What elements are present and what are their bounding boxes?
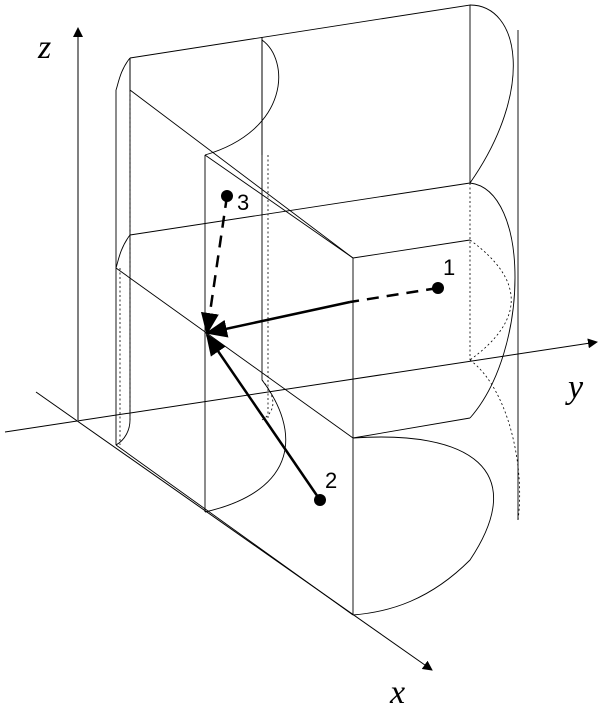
point-2	[314, 494, 326, 506]
structure-hidden	[119, 90, 521, 521]
x-axis	[35, 391, 433, 671]
axes	[4, 27, 598, 671]
vector-1-solid	[205, 300, 351, 338]
point-1-label: 1	[443, 255, 455, 280]
point-1	[432, 282, 444, 294]
vector-1-dashed	[349, 286, 439, 304]
vector-2	[205, 333, 322, 501]
point-3	[221, 190, 233, 202]
z-axis-label: z	[37, 29, 51, 66]
y-axis-label: y	[565, 369, 584, 406]
point-2-label: 2	[325, 468, 337, 493]
x-axis-label: x	[389, 674, 405, 710]
points	[221, 190, 444, 506]
vector-3-dashed	[200, 195, 229, 335]
point-3-label: 3	[237, 190, 249, 215]
vectors	[200, 195, 439, 501]
y-axis	[4, 338, 598, 433]
